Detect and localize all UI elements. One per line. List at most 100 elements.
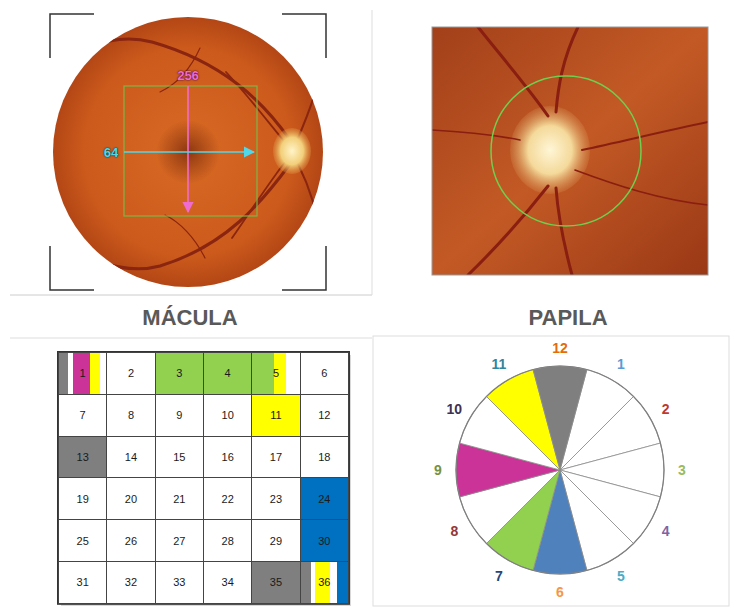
grid-cell: 1 bbox=[58, 352, 107, 395]
clock-hour: 4 bbox=[662, 523, 670, 539]
clock-hour: 10 bbox=[447, 401, 463, 417]
grid-cell: 16 bbox=[203, 436, 252, 479]
grid-cell: 22 bbox=[203, 477, 252, 520]
cell-number: 22 bbox=[222, 493, 234, 505]
frame-brackets bbox=[50, 14, 326, 290]
clock-hour: 5 bbox=[617, 568, 625, 584]
grid-cell: 27 bbox=[155, 519, 204, 562]
grid-cell: 28 bbox=[203, 519, 252, 562]
cell-number: 7 bbox=[80, 409, 86, 421]
cell-number: 32 bbox=[125, 576, 137, 588]
grid-cell: 35 bbox=[251, 561, 300, 604]
vessel bbox=[556, 188, 572, 275]
grid-cell: 25 bbox=[58, 519, 107, 562]
grid-cell: 12 bbox=[300, 394, 349, 437]
cell-number: 2 bbox=[128, 367, 134, 379]
cell-number: 17 bbox=[270, 451, 282, 463]
cell-number: 31 bbox=[77, 576, 89, 588]
grid-cell: 11 bbox=[251, 394, 300, 437]
grid-cell: 23 bbox=[251, 477, 300, 520]
vessel bbox=[165, 215, 205, 258]
bracket bbox=[282, 14, 326, 58]
bracket bbox=[282, 246, 326, 290]
optic-disc bbox=[510, 106, 590, 194]
grid-cell: 30 bbox=[300, 519, 349, 562]
grid-cell: 4 bbox=[203, 352, 252, 395]
vessel bbox=[432, 130, 520, 140]
panel-frame bbox=[372, 10, 373, 295]
cell-number: 21 bbox=[173, 493, 185, 505]
cell-number: 23 bbox=[270, 493, 282, 505]
grid-cell: 8 bbox=[106, 394, 155, 437]
clock-hour: 6 bbox=[556, 584, 564, 600]
cell-number: 36 bbox=[318, 576, 330, 588]
clock-hour: 1 bbox=[617, 356, 625, 372]
optic-disc bbox=[273, 128, 311, 174]
cell-number: 6 bbox=[321, 367, 327, 379]
image-border bbox=[432, 27, 708, 275]
grid-cell: 21 bbox=[155, 477, 204, 520]
cell-number: 34 bbox=[222, 576, 234, 588]
cell-number: 33 bbox=[173, 576, 185, 588]
grid-cell: 2 bbox=[106, 352, 155, 395]
dimension-arrow bbox=[124, 151, 254, 153]
panel-frame bbox=[10, 295, 372, 296]
cell-number: 15 bbox=[173, 451, 185, 463]
cell-number: 5 bbox=[273, 367, 279, 379]
panel-title: PAPILA bbox=[528, 305, 607, 331]
grid-cell: 24 bbox=[300, 477, 349, 520]
cell-number: 4 bbox=[225, 367, 231, 379]
vessel bbox=[582, 122, 708, 150]
cell-number: 30 bbox=[318, 535, 330, 547]
cell-number: 26 bbox=[125, 535, 137, 547]
grid-border bbox=[58, 352, 349, 604]
cell-number: 13 bbox=[77, 451, 89, 463]
cell-number: 27 bbox=[173, 535, 185, 547]
clock-hour: 9 bbox=[434, 462, 442, 478]
vessel bbox=[478, 27, 548, 116]
clock-hour: 8 bbox=[450, 523, 458, 539]
cell-number: 19 bbox=[77, 493, 89, 505]
clock-hour: 11 bbox=[492, 356, 507, 372]
grid-cell: 14 bbox=[106, 436, 155, 479]
fundus-image bbox=[53, 17, 323, 287]
panel-frame bbox=[10, 338, 372, 339]
grid-cell: 31 bbox=[58, 561, 107, 604]
grid-cell: 29 bbox=[251, 519, 300, 562]
vessel bbox=[298, 66, 322, 138]
grid-cell: 15 bbox=[155, 436, 204, 479]
clock-hour: 12 bbox=[552, 340, 568, 356]
analysis-circle bbox=[491, 76, 641, 226]
clock-hour: 3 bbox=[678, 462, 686, 478]
cell-number: 18 bbox=[318, 451, 330, 463]
cell-number: 16 bbox=[222, 451, 234, 463]
grid-cell: 17 bbox=[251, 436, 300, 479]
grid-cell: 19 bbox=[58, 477, 107, 520]
grid-cell: 5 bbox=[251, 352, 300, 395]
cell-number: 25 bbox=[77, 535, 89, 547]
clock-diagram bbox=[456, 366, 664, 574]
grid-cell: 3 bbox=[155, 352, 204, 395]
cell-number: 9 bbox=[176, 409, 182, 421]
dimension-label: 64 bbox=[104, 145, 118, 160]
cell-number: 3 bbox=[176, 367, 182, 379]
cell-number: 10 bbox=[222, 409, 234, 421]
fundus-details bbox=[70, 39, 322, 269]
grid-cell: 13 bbox=[58, 436, 107, 479]
cell-number: 28 bbox=[222, 535, 234, 547]
grid-cell: 7 bbox=[58, 394, 107, 437]
clock-hour: 2 bbox=[662, 401, 670, 417]
grid-cell: 18 bbox=[300, 436, 349, 479]
vessel bbox=[298, 164, 320, 238]
grid-cell: 20 bbox=[106, 477, 155, 520]
cell-number: 20 bbox=[125, 493, 137, 505]
papila-image bbox=[432, 27, 708, 275]
bracket bbox=[50, 14, 94, 58]
grid-cell: 36 bbox=[300, 561, 349, 604]
grid-cell: 34 bbox=[203, 561, 252, 604]
clock-outline bbox=[456, 366, 664, 574]
cell-number: 29 bbox=[270, 535, 282, 547]
analysis-box bbox=[124, 86, 257, 216]
bracket bbox=[50, 246, 94, 290]
